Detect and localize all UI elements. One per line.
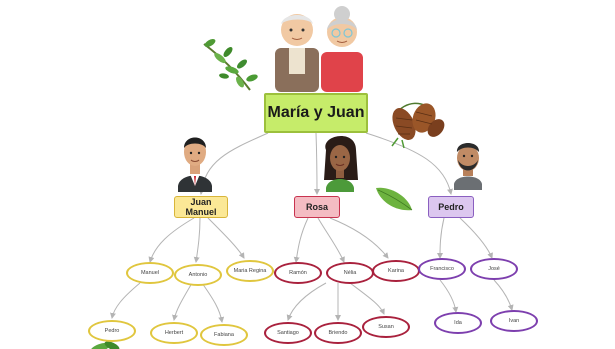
grandparents-illustration <box>275 6 363 92</box>
great-grandchild-node: Herbert <box>150 322 198 344</box>
child-node-juan-manuel: Juan Manuel <box>174 196 228 218</box>
grandchild-node: José <box>470 258 518 280</box>
corner-leaves-icon <box>90 341 120 349</box>
grandchild-node: Manuel <box>126 262 174 284</box>
connector-root-rosa <box>313 132 320 195</box>
child-node-pedro: Pedro <box>428 196 474 218</box>
great-grandchild-node: Ivan <box>490 310 538 332</box>
great-grandchild-node: Susan <box>362 316 410 338</box>
grandchild-node: Nélia <box>326 262 374 284</box>
root-node: María y Juan <box>264 93 368 133</box>
great-grandchild-node: Briendo <box>314 322 362 344</box>
man-avatar <box>178 137 212 192</box>
great-grandchild-node: Pedro <box>88 320 136 342</box>
olive-branch-icon <box>203 39 258 91</box>
pine-cone-icon <box>391 102 445 149</box>
bearded-man-avatar <box>454 143 482 190</box>
woman-avatar <box>324 136 358 192</box>
great-grandchild-connectors <box>110 279 514 323</box>
great-grandchild-node: Fabiana <box>200 324 248 346</box>
great-grandchild-node: Santiago <box>264 322 312 344</box>
grandchild-connectors <box>148 217 493 263</box>
grandchild-node: Karina <box>372 260 420 282</box>
grandchild-node: Maria Regina <box>226 260 274 282</box>
leaf-icon <box>376 187 413 211</box>
child-node-rosa: Rosa <box>294 196 340 218</box>
great-grandchild-node: Ida <box>434 312 482 334</box>
grandchild-node: Antonio <box>174 264 222 286</box>
connector-root-pedro <box>365 132 453 195</box>
grandchild-node: Francisco <box>418 258 466 280</box>
grandchild-node: Ramón <box>274 262 322 284</box>
